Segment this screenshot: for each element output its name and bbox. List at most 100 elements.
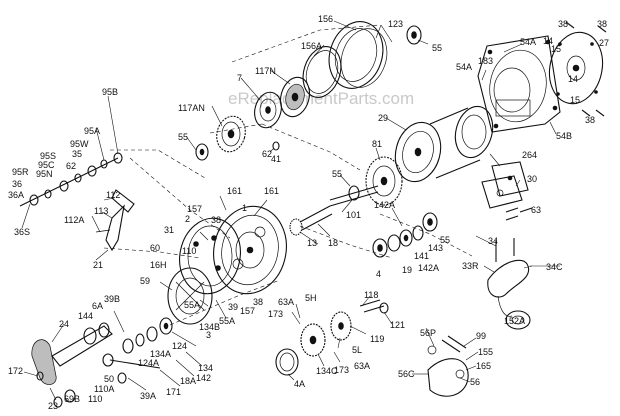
- label-34C: 34C: [546, 262, 563, 272]
- label-95N: 95N: [36, 169, 53, 179]
- label-3: 3: [206, 330, 211, 340]
- label-155: 155: [478, 347, 493, 357]
- label-38: 38: [558, 19, 568, 29]
- label-124A: 124A: [138, 358, 159, 368]
- label-62: 62: [262, 149, 272, 159]
- label-142A: 142A: [418, 263, 439, 273]
- label-63: 63: [531, 205, 541, 215]
- label-117AN: 117AN: [178, 103, 205, 113]
- label-101: 101: [346, 210, 361, 220]
- label-123: 123: [388, 19, 403, 29]
- label-36A: 36A: [8, 190, 24, 200]
- label-36: 36: [12, 179, 22, 189]
- label-62: 62: [66, 161, 76, 171]
- handle-shaft-stack: [36, 317, 173, 408]
- drive-gear-81: [365, 156, 403, 206]
- label-38: 38: [211, 215, 221, 225]
- label-157: 157: [187, 204, 202, 214]
- label-118: 118: [364, 290, 378, 300]
- label-95W: 95W: [70, 139, 89, 149]
- label-38: 38: [597, 19, 607, 29]
- label-110: 110: [182, 246, 196, 256]
- shaft-101: [329, 185, 379, 207]
- clamp-34C: [487, 238, 531, 330]
- label-55: 55: [178, 132, 188, 142]
- label-117N: 117N: [255, 66, 276, 76]
- label-4A: 4A: [294, 379, 305, 389]
- label-14: 14: [543, 36, 553, 46]
- gear-119: [330, 311, 352, 341]
- label-6A: 6A: [92, 301, 103, 311]
- cover-plate-156: [328, 21, 388, 89]
- label-54A: 54A: [520, 37, 536, 47]
- label-121: 121: [390, 320, 405, 330]
- label-144: 144: [78, 311, 93, 321]
- label-171: 171: [166, 387, 181, 397]
- part-number-labels: 156 123 55 156A 117N 7 117AN 55 62 41 38…: [8, 14, 609, 411]
- label-134C: 134C: [316, 366, 338, 376]
- label-141: 141: [414, 251, 429, 261]
- label-156: 156: [318, 14, 333, 24]
- label-21: 21: [93, 260, 103, 270]
- bearing-stack-142A: [372, 212, 438, 258]
- bearing-55-top: [406, 25, 422, 45]
- drag-gear-117AN: [216, 115, 246, 153]
- label-55: 55: [432, 43, 442, 53]
- label-56P: 56P: [420, 328, 436, 338]
- frame-plate-2: [179, 217, 241, 295]
- label-5H: 5H: [305, 293, 317, 303]
- screws-38: [565, 21, 607, 117]
- lever-112: [95, 189, 135, 252]
- label-124: 124: [172, 341, 187, 351]
- label-99: 99: [476, 331, 486, 341]
- label-33R: 33R: [462, 261, 479, 271]
- label-5L: 5L: [352, 345, 362, 355]
- label-142: 142: [196, 373, 211, 383]
- label-173: 173: [334, 365, 349, 375]
- gear-5H: [300, 323, 326, 357]
- label-161: 161: [227, 186, 242, 196]
- label-95B: 95B: [102, 87, 118, 97]
- label-95R: 95R: [12, 167, 29, 177]
- label-112: 112: [106, 190, 120, 200]
- drag-plate-7: [254, 91, 282, 129]
- washer-4A: [275, 348, 299, 376]
- spring-95: [19, 152, 123, 207]
- label-55A: 55A: [184, 300, 200, 310]
- spool-29: [394, 105, 494, 183]
- label-15: 15: [551, 44, 561, 54]
- label-36S: 36S: [14, 227, 30, 237]
- label-39: 39: [228, 302, 238, 312]
- bearing-55-left: [195, 143, 209, 161]
- label-34: 34: [488, 236, 498, 246]
- label-14: 14: [568, 74, 578, 84]
- label-156A: 156A: [301, 41, 322, 51]
- label-142A: 142A: [374, 200, 395, 210]
- label-54A: 54A: [456, 62, 472, 72]
- seal-ring-156A: [302, 46, 342, 98]
- label-165: 165: [476, 361, 491, 371]
- end-cover-38: [548, 31, 604, 105]
- label-112A: 112A: [64, 215, 84, 225]
- label-60: 60: [150, 243, 160, 253]
- label-183: 183: [478, 56, 493, 66]
- label-35: 35: [72, 149, 82, 159]
- label-24: 24: [59, 319, 69, 329]
- label-59: 59: [140, 276, 150, 286]
- main-frame-1: [213, 205, 287, 295]
- label-143: 143: [428, 243, 443, 253]
- label-110A: 110A: [94, 384, 114, 394]
- side-plate-54A: [477, 35, 561, 133]
- label-81: 81: [372, 139, 382, 149]
- label-41: 41: [271, 154, 281, 164]
- assembly-axis-lines: [103, 24, 473, 326]
- label-172: 172: [8, 366, 23, 376]
- label-152A: 152A: [504, 316, 525, 326]
- label-119: 119: [370, 334, 384, 344]
- label-7: 7: [237, 73, 242, 83]
- label-13: 13: [307, 238, 317, 248]
- label-113: 113: [94, 206, 108, 216]
- label-38: 38: [253, 297, 263, 307]
